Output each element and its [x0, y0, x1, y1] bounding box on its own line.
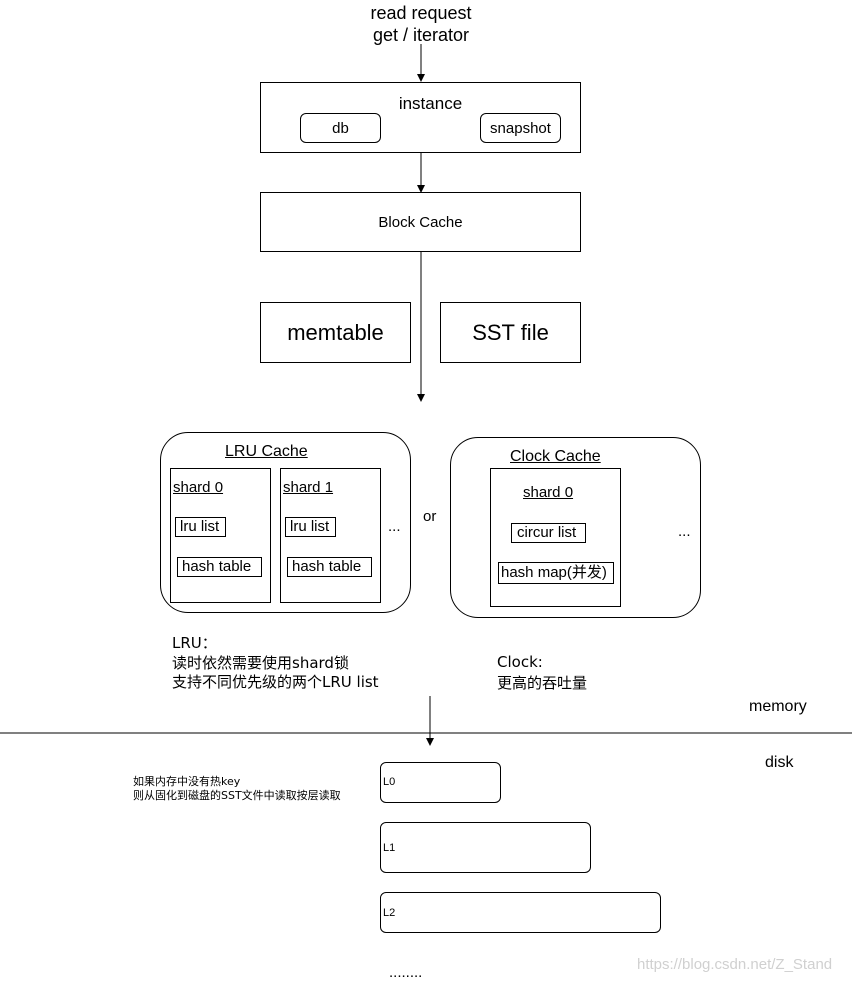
memtable-label: memtable	[287, 319, 384, 345]
clock-shard-0-map: hash map(并发)	[498, 562, 614, 584]
level-l2-label: L2	[383, 907, 396, 919]
lru-shards-ellipsis: ...	[388, 518, 401, 535]
clock-shard-0-list: circur list	[511, 523, 586, 543]
lru-shard-0-list: lru list	[175, 517, 226, 537]
levels-ellipsis: ........	[389, 964, 423, 981]
clock-note-line2: 更高的吞吐量	[497, 674, 588, 692]
db-box: db	[300, 113, 381, 143]
watermark: https://blog.csdn.net/Z_Stand	[637, 956, 833, 973]
memory-label: memory	[749, 698, 807, 715]
clock-shard-0: shard 0 circur list hash map(并发)	[490, 468, 621, 607]
clock-cache-title: Clock Cache	[510, 448, 601, 465]
lru-shard-0: shard 0 lru list hash table	[170, 468, 271, 603]
request-label-line1: read request	[370, 3, 472, 23]
clock-note-line1: Clock:	[497, 653, 543, 671]
lru-shard-1-table-label: hash table	[292, 558, 362, 575]
lru-shard-0-table-label: hash table	[182, 558, 252, 575]
lru-shard-0-table: hash table	[177, 557, 262, 577]
lru-note-line2: 读时依然需要使用shard锁	[172, 654, 349, 672]
level-l1-box: L1	[380, 822, 591, 873]
lru-cache-title: LRU Cache	[225, 443, 308, 460]
instance-box: instance db snapshot	[260, 82, 581, 153]
level-l1-label: L1	[383, 842, 396, 854]
level-l0-box: L0	[380, 762, 501, 803]
lru-shard-1: shard 1 lru list hash table	[280, 468, 381, 603]
clock-shard-0-label: shard 0	[523, 484, 574, 501]
level-l2-box: L2	[380, 892, 661, 933]
lru-note-line3: 支持不同优先级的两个LRU list	[172, 673, 379, 691]
memtable-box: memtable	[260, 302, 411, 363]
request-label-line2: get / iterator	[372, 25, 470, 45]
lru-shard-1-list: lru list	[285, 517, 336, 537]
disk-note-line1: 如果内存中没有热key	[133, 775, 241, 788]
clock-shard-0-map-label: hash map(并发)	[501, 564, 607, 581]
lru-shard-1-label: shard 1	[283, 479, 334, 496]
clock-shard-0-list-label: circur list	[517, 524, 577, 541]
instance-title: instance	[398, 94, 463, 113]
lru-shard-1-table: hash table	[287, 557, 372, 577]
lru-shard-0-list-label: lru list	[180, 518, 220, 535]
sst-file-label: SST file	[472, 319, 549, 345]
lru-shard-0-label: shard 0	[173, 479, 224, 496]
lru-note-line1: LRU：	[172, 634, 217, 652]
lru-shard-1-list-label: lru list	[290, 518, 330, 535]
level-l0-label: L0	[383, 776, 396, 788]
clock-shards-ellipsis: ...	[678, 523, 691, 540]
snapshot-box: snapshot	[480, 113, 561, 143]
or-label: or	[423, 508, 437, 525]
snapshot-label: snapshot	[490, 119, 551, 137]
block-cache-box: Block Cache	[260, 192, 581, 252]
db-label: db	[332, 119, 349, 137]
disk-note-line2: 则从固化到磁盘的SST文件中读取按层读取	[133, 789, 341, 802]
block-cache-label: Block Cache	[378, 213, 463, 231]
disk-label: disk	[765, 754, 794, 771]
sst-file-box: SST file	[440, 302, 581, 363]
